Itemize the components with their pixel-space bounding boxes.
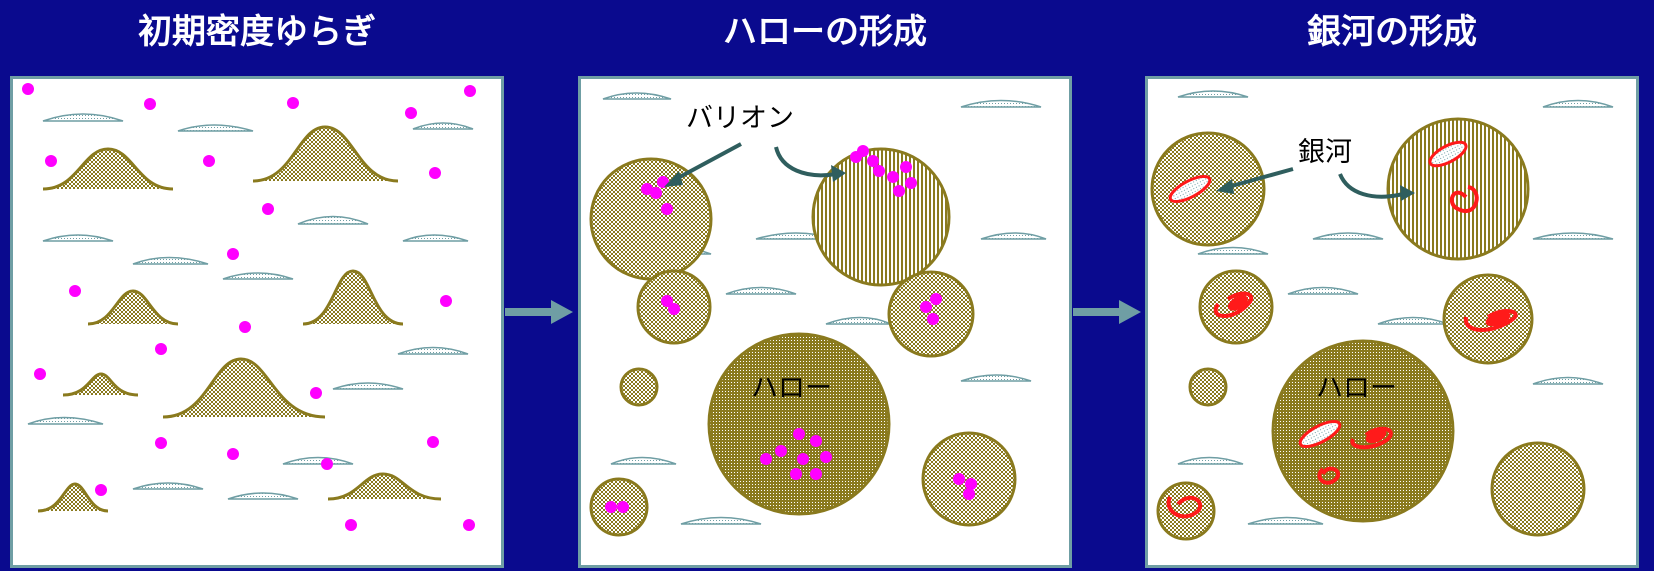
galaxy-label: 銀河 <box>1298 137 1352 168</box>
small-fluctuation-waves <box>27 113 474 500</box>
panel-galaxy-formation: 銀河 ハロー <box>1145 76 1639 568</box>
pointer-arrowheads <box>664 165 846 187</box>
halo-label: ハロー <box>1316 373 1397 404</box>
pointer-arrows <box>675 142 837 181</box>
halo-formation-diagram: バリオン ハロー <box>589 92 1047 537</box>
baryon-label: バリオン <box>686 103 794 134</box>
halo-label: ハロー <box>751 373 832 404</box>
initial-fluctuations-diagram <box>22 83 476 531</box>
panel-initial-fluctuations <box>10 76 504 568</box>
pointer-arrowheads <box>1216 179 1415 201</box>
pointer-arrows <box>1227 167 1404 199</box>
stage-3-title: 銀河の形成 <box>1307 12 1477 52</box>
halos <box>1150 117 1586 541</box>
stage-arrow-1 <box>505 300 573 324</box>
small-fluctuation-waves <box>1177 90 1614 525</box>
baryon-clumps <box>605 145 977 513</box>
panel-halo-formation: バリオン ハロー <box>578 76 1072 568</box>
halos <box>589 147 1017 537</box>
galaxies <box>1166 140 1518 519</box>
density-peaks <box>37 125 442 513</box>
baryon-dots <box>22 83 476 531</box>
galaxy-formation-diagram: 銀河 ハロー <box>1150 90 1614 541</box>
stage-1-title: 初期密度ゆらぎ <box>138 12 376 52</box>
stage-2-title: ハローの形成 <box>723 12 927 52</box>
stage-arrow-2 <box>1073 300 1141 324</box>
